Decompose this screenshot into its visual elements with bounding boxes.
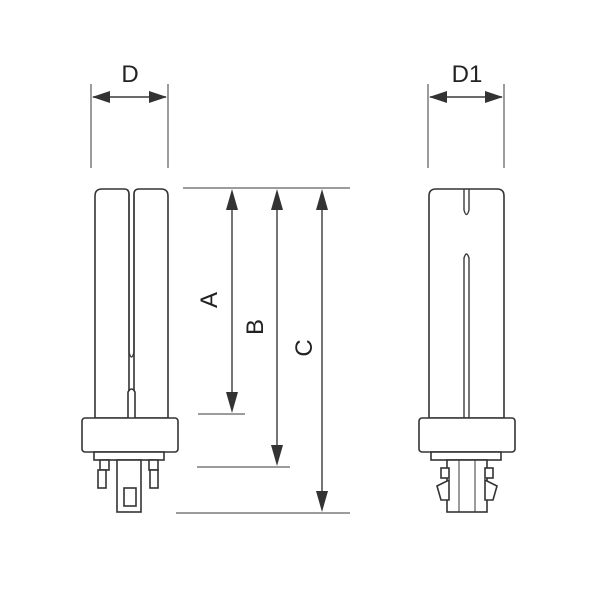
pin [148,459,159,471]
dimension-d: D [90,61,169,168]
lamp-base [81,417,179,513]
front-view: D [81,61,179,513]
pin [484,467,494,479]
side-tube [428,188,505,419]
tube-right [133,188,169,419]
label-c: C [291,339,318,356]
base-collar [93,451,165,461]
tube-slot [463,253,470,418]
base-collar [430,451,502,461]
label-b: B [242,319,269,335]
label-a: A [196,292,223,308]
arrowhead [316,491,328,512]
pin-left [436,478,450,501]
arrowhead [429,91,447,103]
arrowhead [226,392,238,413]
pin-right [484,478,498,501]
dimension-b: B [242,189,283,466]
arrowhead [92,91,110,103]
arrowhead [149,91,167,103]
arrowhead [226,189,238,210]
arrowhead [316,189,328,210]
pin [440,467,450,479]
tube-body [428,188,505,419]
dimension-d1: D1 [427,61,505,168]
tube-left [94,188,130,419]
lamp-tubes [94,188,169,419]
side-view: D1 [418,61,516,513]
arrowhead [271,445,283,466]
base-body [418,417,516,453]
dimension-c: C [291,189,328,512]
label-d: D [121,61,138,88]
pin [149,469,159,489]
arrowhead [271,189,283,210]
label-d1: D1 [452,61,483,88]
arrowhead [485,91,503,103]
key-inner [123,487,137,507]
pin [97,469,107,489]
pin [99,459,110,471]
dimension-a: A [196,189,238,413]
side-base [418,417,516,513]
bridge-nub [127,388,136,418]
base-body [81,417,179,453]
length-dimensions: A B C [176,187,350,514]
base-key [446,459,488,513]
tube-top-notch [463,189,470,216]
tube-gap [128,194,135,358]
